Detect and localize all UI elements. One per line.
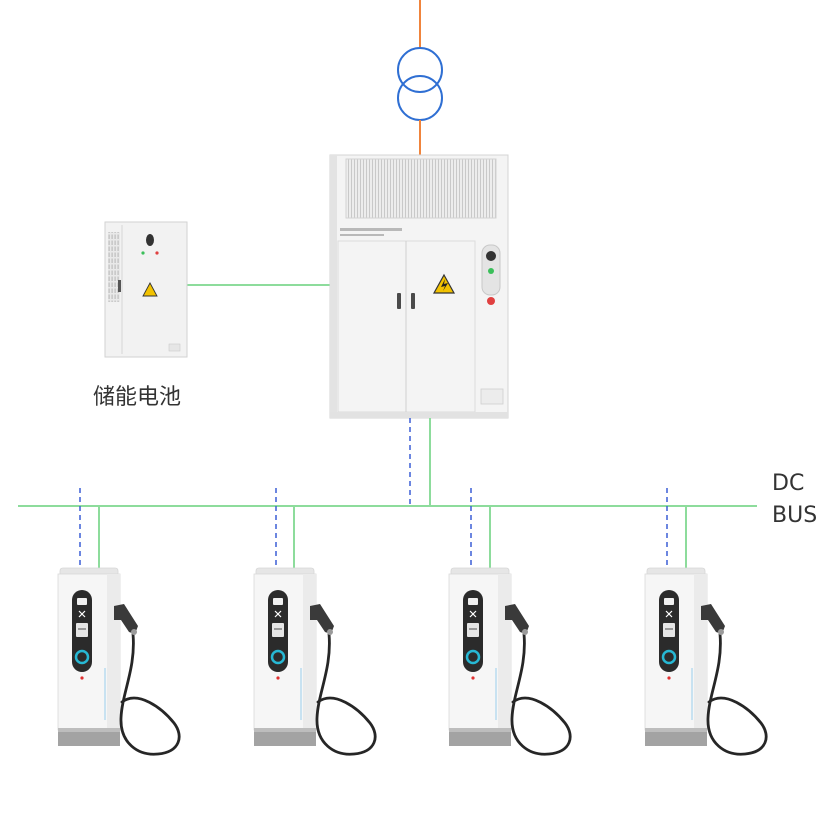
battery-status-led-green <box>141 251 145 255</box>
transformer-icon <box>397 47 443 121</box>
transformer-primary-coil <box>397 47 443 93</box>
battery-cabinet-handle <box>118 280 121 292</box>
cabinet-emergency-button <box>487 297 495 305</box>
cabinet-status-led <box>488 268 494 274</box>
cabinet-label-plate <box>480 388 504 405</box>
power-cabinet-icon <box>329 154 509 419</box>
battery-cabinet-vent <box>108 232 120 302</box>
cabinet-nameplate <box>340 228 402 236</box>
cabinet-door-handle-left <box>397 293 401 309</box>
dc-bus-label-line2: BUS <box>772 503 817 528</box>
cabinet-vent-grille <box>345 158 497 219</box>
battery-status-led-red <box>155 251 159 255</box>
charger-feeds <box>79 488 687 568</box>
charger-1 <box>56 566 181 756</box>
charger-2 <box>252 566 377 756</box>
battery-cabinet-icon <box>104 221 188 358</box>
battery-label: 储能电池 <box>93 385 181 410</box>
cabinet-left-edge <box>330 155 337 418</box>
transformer-secondary-coil <box>397 75 443 121</box>
dc-bus-label-line1: DC <box>772 471 804 496</box>
charger-4 <box>643 566 768 756</box>
cabinet-plinth <box>330 412 508 418</box>
battery-cabinet-indicator <box>146 234 154 246</box>
cabinet-door-handle-right <box>411 293 415 309</box>
battery-warning-icon <box>142 282 158 297</box>
cabinet-indicator-lamp <box>486 251 496 261</box>
battery-cabinet-label-plate <box>168 343 181 352</box>
charger-3 <box>447 566 572 756</box>
high-voltage-warning-icon <box>432 273 456 294</box>
